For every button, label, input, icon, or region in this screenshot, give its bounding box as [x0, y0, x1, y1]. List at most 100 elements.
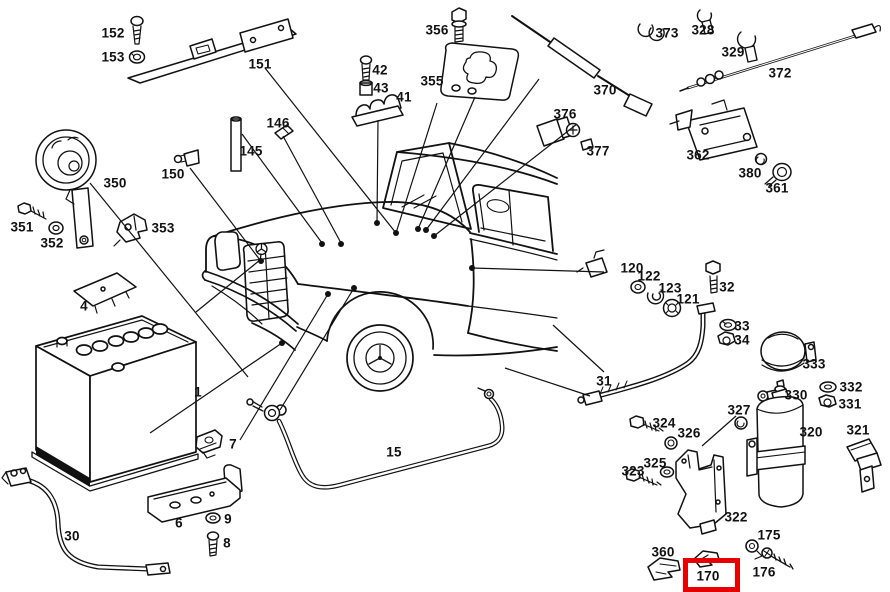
part-label-4: 4 [80, 298, 88, 314]
leader-line [89, 182, 249, 378]
part-label-328: 328 [691, 22, 715, 38]
part-label-153: 153 [101, 49, 125, 65]
part-377-clip-drawing [580, 138, 594, 151]
part-8-bolt-drawing [206, 531, 220, 557]
part-332-washer-drawing [819, 381, 837, 393]
attachment-dot [258, 258, 264, 264]
part-327-nut-drawing [734, 416, 748, 430]
leader-line [504, 367, 591, 397]
leader-line [552, 324, 605, 373]
part-350-horn-drawing [35, 129, 97, 249]
attachment-dot [279, 340, 285, 346]
part-329-clip-drawing [736, 31, 758, 63]
car-front-wheel-drawing [326, 291, 434, 392]
part-9-washer-drawing [205, 512, 221, 524]
part-label-355: 355 [420, 73, 444, 89]
part-150-valve-drawing [173, 149, 200, 167]
part-176-screw-drawing [761, 547, 794, 570]
part-122-grommet-drawing [630, 280, 646, 294]
part-label-175: 175 [757, 527, 781, 543]
part-label-325: 325 [643, 455, 667, 471]
part-320-ignition-coil-drawing [746, 379, 806, 508]
leader-line [279, 287, 355, 411]
part-15-battery-cable-drawing [246, 387, 505, 490]
leader-line [241, 133, 323, 244]
part-33-washer-drawing [719, 318, 737, 332]
leader-lines-group [89, 67, 737, 447]
leader-line [417, 96, 476, 230]
part-label-151: 151 [248, 56, 272, 72]
part-label-150: 150 [161, 166, 185, 182]
part-label-176: 176 [752, 564, 776, 580]
attachment-dot [374, 220, 380, 226]
part-30-ground-cable-drawing [1, 467, 171, 576]
part-label-30: 30 [64, 528, 80, 544]
leader-line [425, 78, 540, 231]
part-153-washer-drawing [128, 50, 146, 64]
highlight-box-170 [683, 558, 740, 592]
part-362-switch-drawing [669, 99, 758, 161]
part-123-ring-drawing [646, 289, 665, 305]
part-label-352: 352 [40, 235, 64, 251]
part-label-145: 145 [239, 143, 263, 159]
part-373-clip-drawing [637, 23, 665, 42]
part-351-bolt-drawing [17, 202, 47, 220]
part-146-fitting-drawing [274, 124, 294, 140]
attachment-dot [319, 241, 325, 247]
part-label-43: 43 [373, 80, 389, 96]
part-label-330: 330 [784, 387, 808, 403]
part-label-41: 41 [396, 89, 412, 105]
part-323-bolt-drawing [625, 468, 662, 486]
part-label-170: 170 [696, 568, 720, 584]
mercedes-star-emblem-drawing [255, 242, 268, 263]
leader-line [433, 123, 578, 237]
part-151-rail-drawing [127, 18, 297, 84]
part-label-321: 321 [846, 422, 870, 438]
part-label-370: 370 [593, 82, 617, 98]
part-label-324: 324 [652, 415, 676, 431]
part-label-353: 353 [151, 220, 175, 236]
part-label-32: 32 [719, 279, 735, 295]
part-label-15: 15 [386, 444, 402, 460]
part-4-cover-plate-drawing [73, 272, 137, 314]
part-326-nut-drawing [664, 436, 678, 450]
part-6-bracket-drawing [147, 464, 243, 523]
attachment-dot [415, 226, 421, 232]
part-label-376: 376 [553, 106, 577, 122]
part-175-clip-drawing [745, 539, 763, 560]
part-label-377: 377 [586, 143, 610, 159]
part-322-bracket-drawing [675, 449, 727, 535]
part-label-333: 333 [802, 356, 826, 372]
part-353-bracket-drawing [113, 213, 148, 247]
leader-line [282, 135, 342, 244]
part-32-bolt-drawing [705, 260, 721, 294]
part-31-pipe-drawing [577, 302, 716, 406]
part-label-9: 9 [224, 511, 232, 527]
leader-line [395, 102, 438, 234]
part-label-362: 362 [686, 147, 710, 163]
attachment-dot [351, 285, 357, 291]
part-361-knob-drawing [764, 162, 792, 187]
part-label-356: 356 [425, 22, 449, 38]
part-328-clip-drawing [696, 9, 714, 35]
part-label-332: 332 [839, 379, 863, 395]
part-label-351: 351 [10, 219, 34, 235]
attachment-dot [431, 233, 437, 239]
part-1-battery-drawing [31, 315, 199, 492]
attachment-dot [423, 227, 429, 233]
part-label-322: 322 [724, 509, 748, 525]
part-label-6: 6 [175, 515, 183, 531]
part-label-360: 360 [651, 544, 675, 560]
car-bumper-drawing [201, 270, 328, 351]
leader-line [239, 293, 329, 441]
part-label-122: 122 [637, 268, 661, 284]
part-label-326: 326 [677, 425, 701, 441]
part-121-grommet-drawing [662, 298, 682, 318]
part-145-tube-drawing [230, 116, 242, 172]
part-label-8: 8 [223, 535, 231, 551]
part-label-42: 42 [372, 62, 388, 78]
